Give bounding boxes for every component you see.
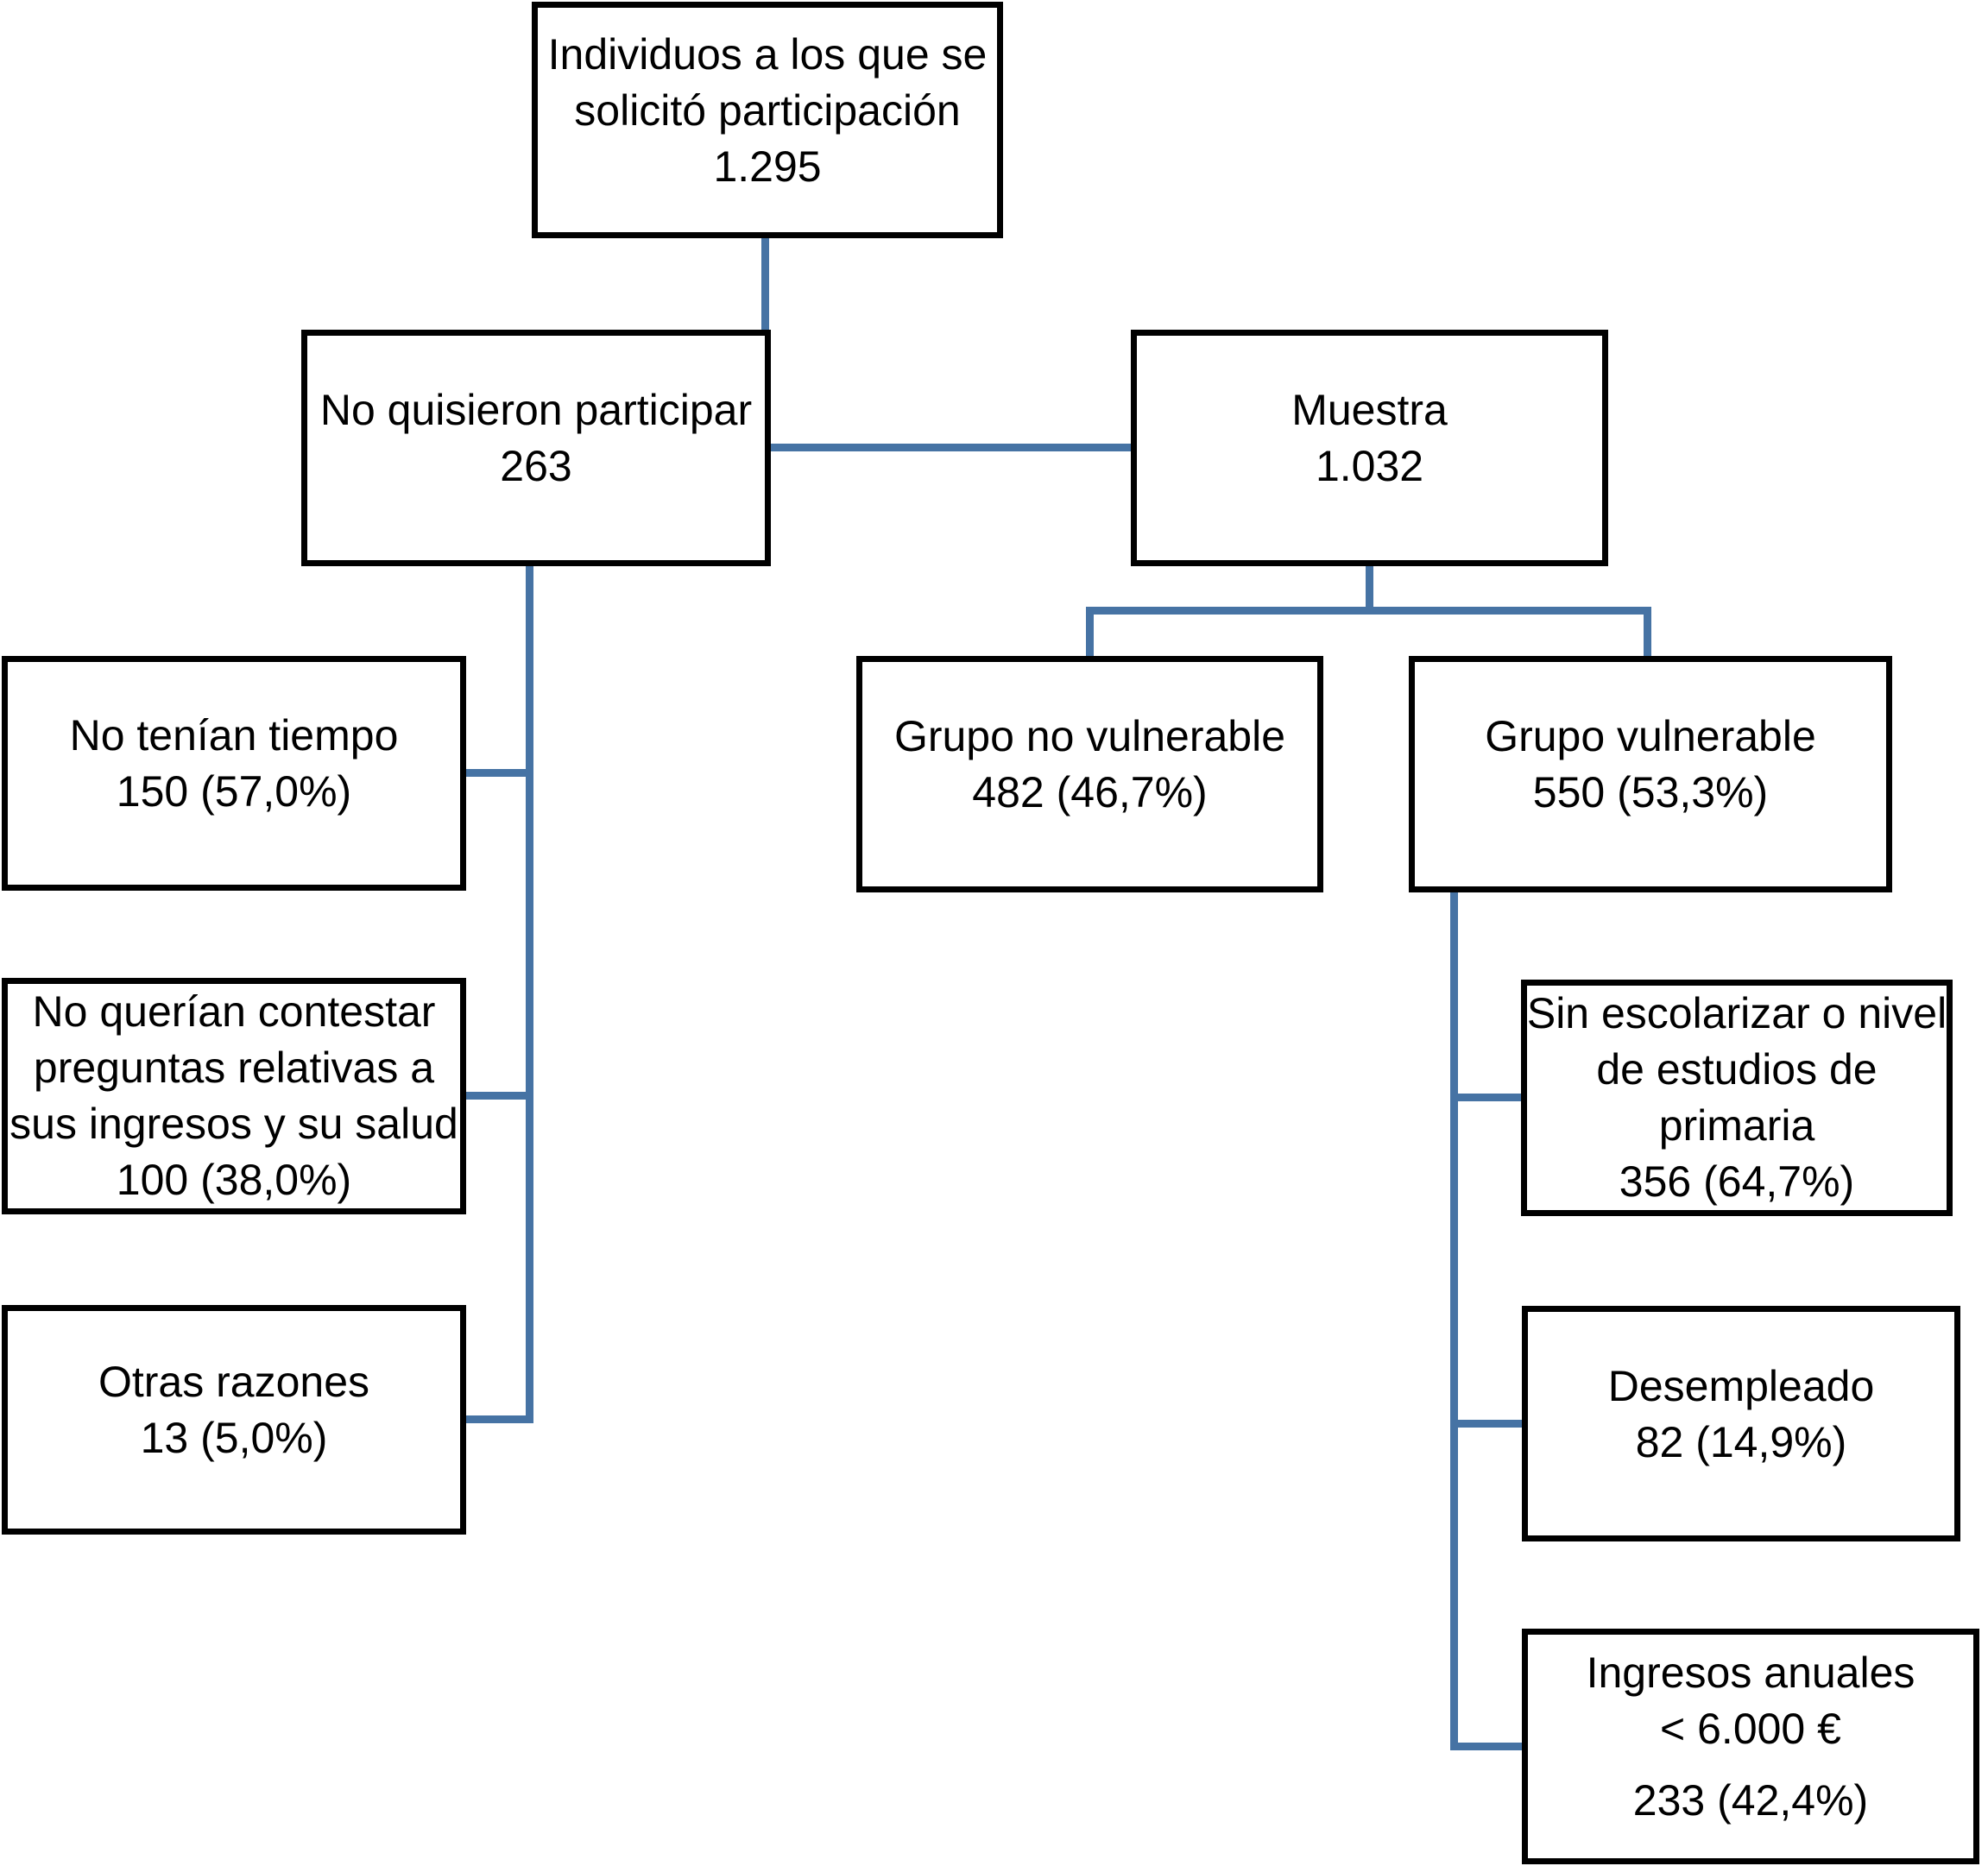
connector-solicited-to-declined <box>761 236 769 331</box>
node-line: solicitó participación <box>574 85 961 135</box>
node-count: 263 <box>500 442 572 490</box>
connector-sample-stub <box>1366 564 1373 615</box>
node-line: Otras razones <box>98 1358 369 1406</box>
node-non-vulnerable-group: Grupo no vulnerable 482 (46,7%) <box>856 656 1323 892</box>
node-line: preguntas relativas a <box>33 1043 435 1092</box>
node-no-schooling: Sin escolarizar o nivel de estudios de p… <box>1521 980 1953 1216</box>
node-count: 482 (46,7%) <box>972 768 1208 816</box>
node-unemployed: Desempleado 82 (14,9%) <box>1522 1306 1960 1541</box>
node-line: Grupo vulnerable <box>1485 712 1816 760</box>
node-line: Ingresos anuales <box>1586 1649 1915 1697</box>
node-sample: Muestra 1.032 <box>1131 330 1608 566</box>
connector-drop-non-vulnerable <box>1086 607 1094 659</box>
node-line: < 6.000 € <box>1660 1705 1841 1753</box>
node-line: No querían contestar <box>32 987 436 1036</box>
node-count: 1.295 <box>713 142 822 191</box>
node-count: 550 (53,3%) <box>1532 768 1769 816</box>
node-line: Grupo no vulnerable <box>893 712 1286 760</box>
node-vulnerable-group: Grupo vulnerable 550 (53,3%) <box>1409 656 1892 892</box>
node-line: de estudios de <box>1596 1045 1878 1094</box>
node-refused-questions: No querían contestar preguntas relativas… <box>2 978 466 1214</box>
node-count: 233 (42,4%) <box>1632 1776 1869 1825</box>
node-count: 100 (38,0%) <box>116 1156 352 1204</box>
node-count: 13 (5,0%) <box>140 1414 328 1462</box>
node-line: sus ingresos y su salud <box>9 1100 458 1148</box>
node-line: Individuos a los que se <box>547 29 988 79</box>
connector-stub-refused-questions <box>464 1092 533 1100</box>
node-low-income: Ingresos anuales < 6.000 € 233 (42,4%) <box>1522 1629 1979 1864</box>
node-no-time: No tenían tiempo 150 (57,0%) <box>2 656 466 891</box>
connector-stub-other-reasons <box>464 1415 533 1423</box>
node-line: Desempleado <box>1607 1361 1875 1410</box>
node-line: No quisieron participar <box>319 386 753 434</box>
connector-stub-low-income <box>1450 1743 1528 1750</box>
node-individuals-solicited: Individuos a los que se solicitó partici… <box>532 2 1003 238</box>
connector-declined-to-sample <box>769 444 1133 451</box>
node-line: primaria <box>1658 1101 1815 1150</box>
node-count: 82 (14,9%) <box>1635 1417 1847 1466</box>
node-count: 356 (64,7%) <box>1619 1157 1855 1206</box>
connector-stub-no-time <box>464 769 533 777</box>
node-other-reasons: Otras razones 13 (5,0%) <box>2 1305 466 1535</box>
node-line: No tenían tiempo <box>69 711 399 760</box>
connector-sample-split-rail <box>1086 607 1651 615</box>
node-count: 150 (57,0%) <box>116 767 352 816</box>
connector-drop-vulnerable <box>1644 607 1651 659</box>
node-declined-participation: No quisieron participar 263 <box>301 330 771 566</box>
connector-stub-unemployed <box>1450 1420 1528 1428</box>
connector-declined-trunk <box>526 564 533 1423</box>
node-count: 1.032 <box>1315 442 1424 490</box>
node-line: Sin escolarizar o nivel <box>1526 989 1947 1037</box>
connector-stub-no-schooling <box>1450 1094 1528 1101</box>
connector-vulnerable-trunk <box>1450 891 1458 1750</box>
node-line: Muestra <box>1291 386 1448 434</box>
